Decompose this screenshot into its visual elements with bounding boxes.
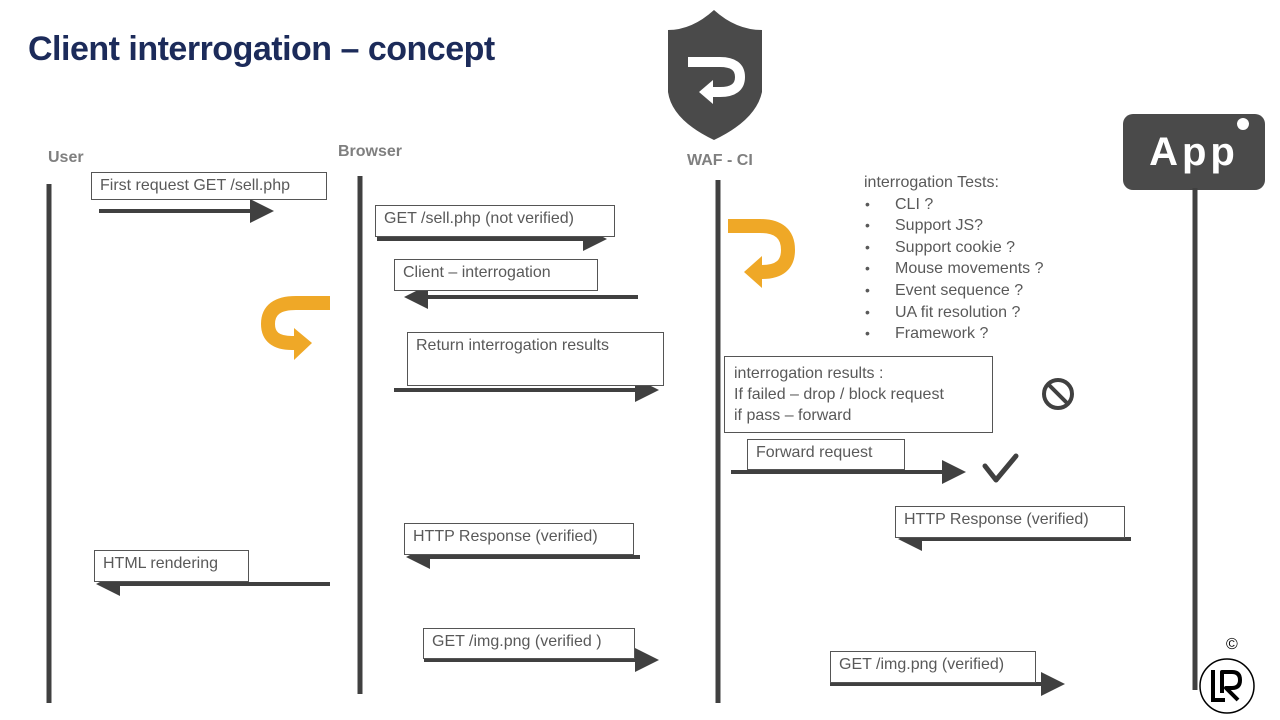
message-forward-request: Forward request (747, 439, 905, 470)
test-item: Mouse movements ? (864, 258, 1044, 280)
results-line-2: If failed – drop / block request (734, 386, 944, 403)
message-client-interrogation: Client – interrogation (394, 259, 598, 291)
return-arrow-icon-browser (260, 296, 330, 360)
message-get-not-verified: GET /sell.php (not verified) (375, 205, 615, 237)
actor-app-label: App (1149, 129, 1239, 174)
message-first-request: First request GET /sell.php (91, 172, 327, 200)
interrogation-tests: interrogation Tests: CLI ? Support JS? S… (864, 172, 1044, 345)
test-item: Support JS? (864, 215, 1044, 237)
message-return-results: Return interrogation results (407, 332, 664, 386)
test-item: UA fit resolution ? (864, 302, 1044, 324)
test-item: Framework ? (864, 323, 1044, 345)
test-item: Event sequence ? (864, 280, 1044, 302)
actor-user-label: User (48, 149, 84, 166)
test-item: Support cookie ? (864, 237, 1044, 259)
message-interrogation-results: interrogation results : If failed – drop… (724, 356, 993, 433)
results-line-3: if pass – forward (734, 407, 852, 424)
app-dot (1237, 118, 1249, 130)
message-html-rendering: HTML rendering (94, 550, 249, 582)
actor-waf-label: WAF - CI (687, 152, 753, 169)
lr-logo-icon (1199, 658, 1255, 714)
message-http-response-waf: HTTP Response (verified) (404, 523, 634, 555)
page-title: Client interrogation – concept (28, 30, 495, 68)
tests-list: CLI ? Support JS? Support cookie ? Mouse… (864, 194, 1044, 345)
test-item: CLI ? (864, 194, 1044, 216)
return-arrow-icon-waf (728, 219, 796, 288)
actor-browser-label: Browser (338, 143, 403, 160)
shield-icon (668, 10, 762, 140)
message-get-img-browser: GET /img.png (verified ) (423, 628, 635, 659)
copyright-symbol: © (1226, 636, 1238, 653)
message-http-response-app: HTTP Response (verified) (895, 506, 1125, 538)
checkmark-icon (982, 453, 1019, 483)
message-get-img-waf: GET /img.png (verified) (830, 651, 1036, 683)
tests-heading: interrogation Tests: (864, 174, 999, 191)
no-entry-icon (1042, 378, 1074, 410)
results-line-1: interrogation results : (734, 365, 884, 382)
